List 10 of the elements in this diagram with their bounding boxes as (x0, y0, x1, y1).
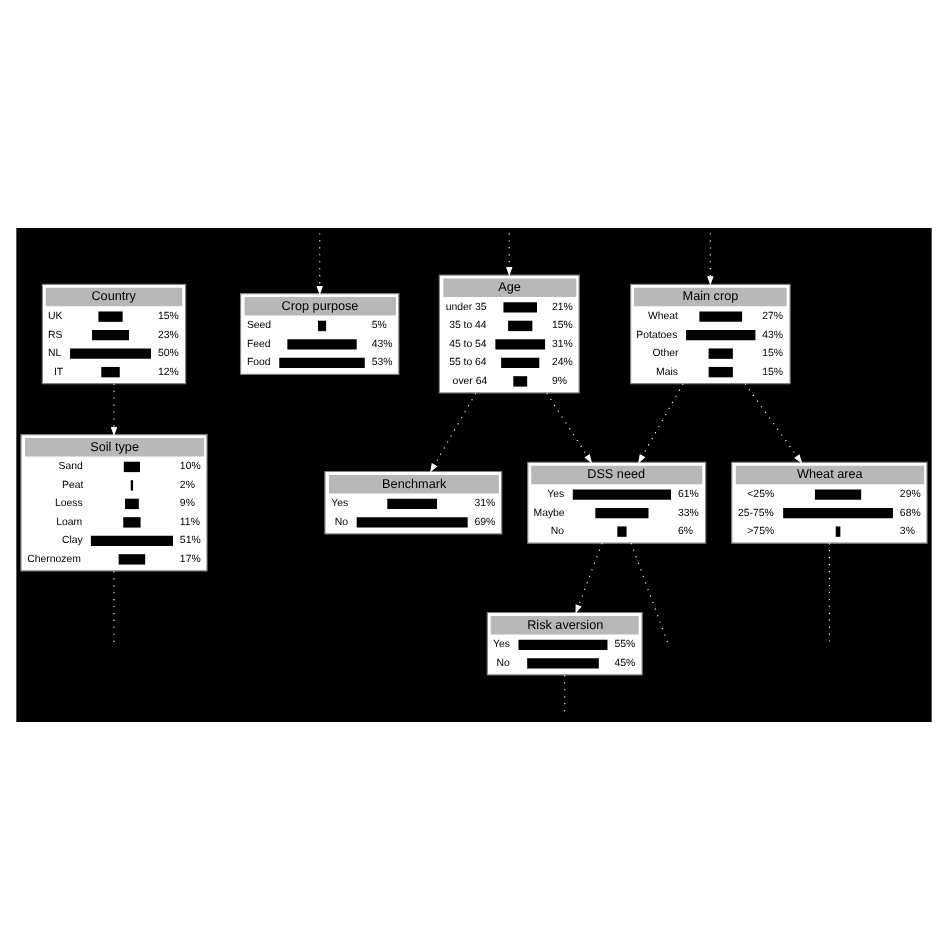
arrow (316, 231, 323, 295)
arrow (707, 231, 714, 285)
arrow (506, 231, 513, 276)
arrow (575, 541, 603, 613)
connector (828, 541, 830, 642)
arrow (110, 382, 118, 436)
arrow (638, 382, 684, 463)
arrow (744, 382, 803, 463)
arrow (429, 391, 477, 472)
arrow (546, 391, 593, 463)
